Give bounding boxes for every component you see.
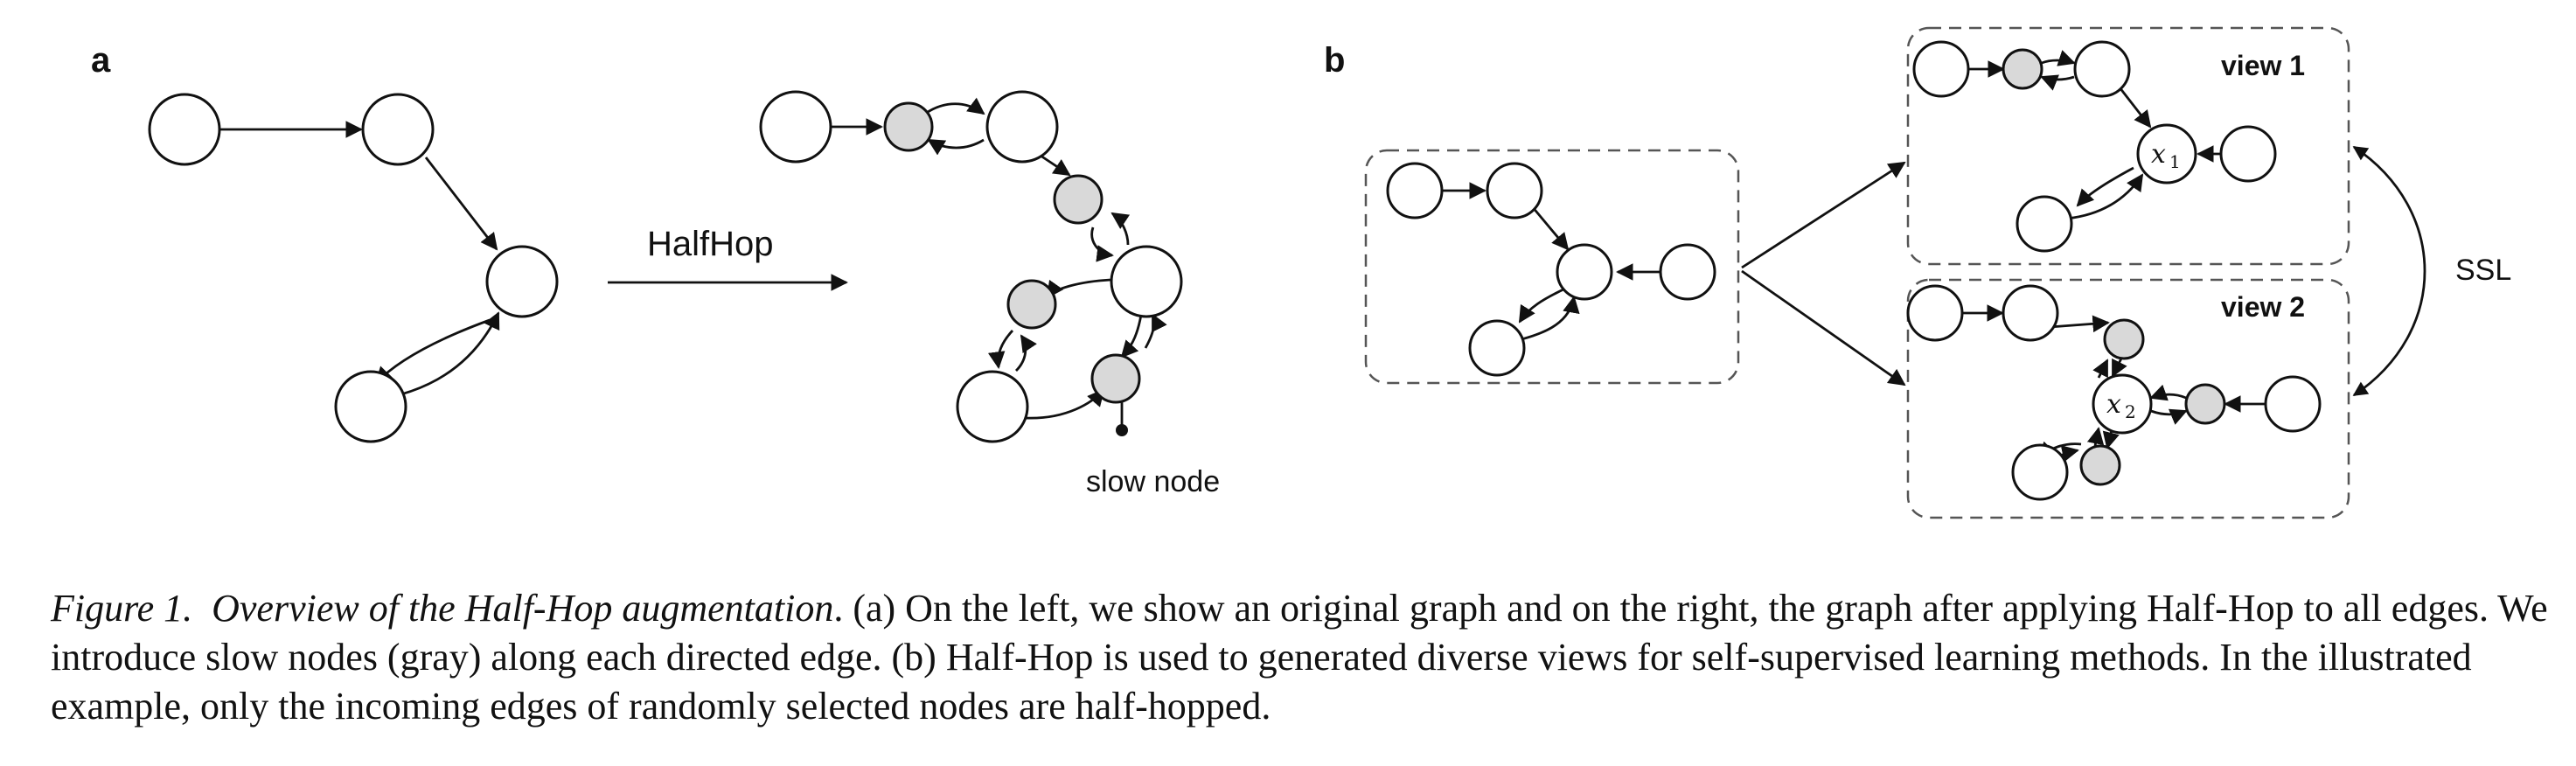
edge	[1090, 226, 1114, 262]
edge	[2076, 166, 2134, 207]
graph-node	[1486, 162, 1543, 219]
graph-node	[1556, 243, 1613, 301]
slow-node	[883, 101, 934, 152]
edge	[2118, 87, 2152, 129]
graph-node	[2264, 375, 2322, 433]
slow-node-label: slow node	[1086, 465, 1220, 498]
edge	[2041, 50, 2076, 66]
graph-node	[2219, 125, 2277, 183]
graph-node	[1659, 243, 1716, 301]
edge	[2092, 359, 2109, 379]
halfhop-label: HalfHop	[647, 225, 774, 263]
x2-symbol: x	[2106, 389, 2121, 420]
graph-node	[985, 90, 1059, 164]
graph-node	[1468, 319, 1526, 377]
caption-text: . (a) On the left, we show an original g…	[51, 587, 2548, 728]
graph-node	[2016, 195, 2073, 253]
view1-label: view 1	[2221, 50, 2305, 81]
input-graph	[1386, 162, 1716, 377]
caption-title: Overview of the Half-Hop augmentation	[212, 587, 834, 630]
caption-figure-label: Figure 1.	[51, 587, 193, 630]
halfhop-graph	[759, 90, 1183, 443]
edge	[424, 157, 498, 251]
graph-node	[1906, 284, 1964, 342]
x1-node	[2136, 123, 2197, 185]
edge	[1521, 296, 1580, 341]
slow-node	[2184, 383, 2226, 425]
edge	[1014, 334, 1037, 372]
graph-node	[2011, 443, 2069, 501]
x1-subscript: 1	[2169, 151, 2181, 172]
edge	[2086, 427, 2105, 447]
slow-node	[1006, 279, 1057, 330]
edge	[2111, 358, 2127, 378]
edge	[1110, 212, 1131, 246]
graph-node	[1912, 40, 1970, 98]
panel-b-letter: b	[1324, 41, 1345, 80]
edge	[987, 330, 1014, 369]
graph-node	[1110, 245, 1183, 318]
graph-node	[956, 370, 1029, 443]
x1-symbol: x	[2151, 139, 2166, 170]
edge	[2049, 315, 2110, 333]
input-graph-box	[1364, 149, 1740, 385]
slow-node	[2002, 48, 2043, 90]
edge	[2102, 429, 2120, 449]
edge	[2040, 74, 2075, 91]
edge	[1120, 314, 1143, 359]
figure-diagram: a b HalfHop slow	[91, 26, 2511, 519]
edge	[1144, 313, 1167, 349]
graph-node	[148, 93, 221, 166]
view2-label: view 2	[2221, 291, 2305, 323]
panel-a-letter: a	[91, 41, 111, 80]
edge	[1024, 388, 1105, 420]
view1-graph	[1912, 40, 2277, 253]
view1-box	[1906, 26, 2350, 266]
original-graph	[148, 93, 559, 443]
graph-node	[2073, 40, 2131, 98]
edge	[2066, 173, 2144, 220]
edge	[927, 138, 985, 156]
branch-arrow-view1	[1741, 161, 1906, 269]
edge	[2150, 408, 2188, 425]
ssl-arrow	[2352, 145, 2426, 397]
edge	[1518, 287, 1566, 324]
slow-node	[2103, 318, 2145, 360]
graph-node	[361, 93, 435, 166]
graph-node	[2002, 284, 2059, 342]
x2-node	[2092, 373, 2153, 435]
slow-node-pointer-dot	[1116, 424, 1128, 436]
graph-node	[759, 90, 832, 164]
edge	[924, 97, 985, 115]
slow-node	[1090, 353, 1141, 404]
x2-subscript: 2	[2125, 401, 2136, 422]
figure-caption: Figure 1. Overview of the Half-Hop augme…	[51, 584, 2552, 731]
view2-box	[1906, 278, 2350, 519]
edge	[1040, 154, 1071, 177]
branch-arrow-view2	[1741, 269, 1906, 386]
view2-graph	[1906, 284, 2322, 501]
slow-node	[2079, 444, 2121, 486]
ssl-label: SSL	[2455, 254, 2511, 287]
graph-node	[334, 370, 407, 443]
edge	[1530, 205, 1570, 251]
graph-node	[485, 245, 559, 318]
edge	[2149, 384, 2187, 401]
edge	[1046, 278, 1111, 299]
graph-node	[1386, 162, 1444, 219]
slow-node	[1053, 174, 1104, 225]
